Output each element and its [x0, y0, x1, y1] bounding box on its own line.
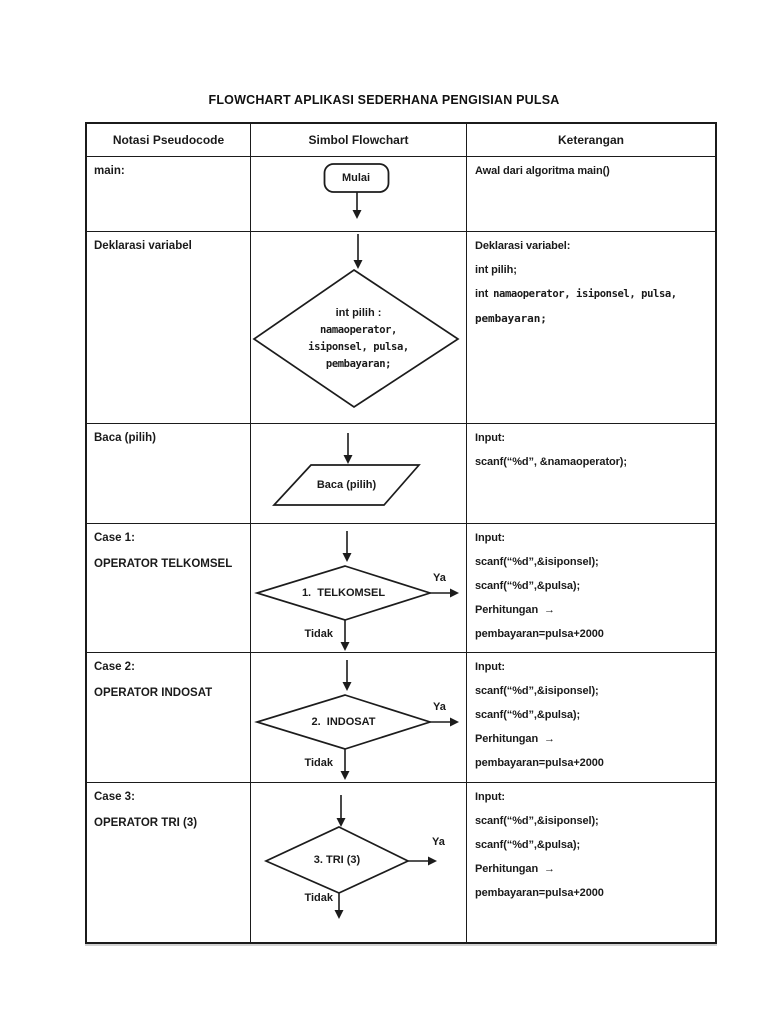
keterangan-line: scanf(“%d”,&isiponsel); [475, 556, 599, 568]
page-title: FLOWCHART APLIKASI SEDERHANA PENGISIAN P… [208, 93, 560, 107]
keterangan-cell-case3: Input: scanf(“%d”,&isiponsel); scanf(“%d… [467, 783, 715, 942]
branch-no-label: Tidak [304, 892, 333, 904]
keterangan-line: scanf(“%d”,&pulsa); [475, 709, 581, 721]
branch-no-label: Tidak [304, 757, 333, 769]
pseudocode-line: Case 2: [94, 661, 135, 673]
branch-yes-label: Ya [432, 836, 445, 848]
symbol-cell-io-baca: Baca (pilih) [251, 424, 467, 524]
pseudocode-cell-baca: Baca (pilih) [87, 424, 251, 524]
terminator-label: Mulai [341, 172, 371, 184]
pseudocode-line: OPERATOR TRI (3) [94, 817, 198, 829]
keterangan-line: pembayaran=pulsa+2000 [475, 628, 604, 640]
symbol-cell-decision-tri: 3. TRI (3) Ya Tidak [251, 783, 467, 942]
keterangan-line: pembayaran=pulsa+2000 [475, 757, 604, 769]
keterangan-cell-case2: Input: scanf(“%d”,&isiponsel); scanf(“%d… [467, 653, 715, 783]
header-notasi-pseudocode: Notasi Pseudocode [87, 124, 251, 157]
io-shape-and-arrow [272, 433, 421, 506]
keterangan-cell-baca: Input: scanf(“%d”, &namaoperator); [467, 424, 715, 524]
keyword-int: int [475, 288, 489, 300]
arrow-down-icon [343, 455, 353, 464]
keterangan-line: int pilih; [475, 264, 517, 276]
io-label: Baca (pilih) [316, 479, 377, 491]
keterangan-line: Input: [475, 432, 505, 444]
keterangan-cell-main: Awal dari algoritma main() [467, 157, 715, 232]
arrow-down-icon [340, 642, 350, 651]
arrow-down-icon [353, 260, 363, 269]
arrow-right-icon [450, 717, 459, 727]
keterangan-line: Input: [475, 532, 505, 544]
symbol-cell-decision-deklarasi: int pilih : namaoperator, isiponsel, pul… [251, 232, 467, 424]
keterangan-line: scanf(“%d”, &namaoperator); [475, 456, 627, 468]
decision-shape-and-arrows [263, 795, 437, 919]
decision-label: 1. TELKOMSEL [301, 587, 386, 599]
branch-yes-label: Ya [433, 701, 446, 713]
decision-shape-and-arrows [254, 531, 459, 651]
decision-label-line: isiponsel, pulsa, [308, 341, 409, 353]
symbol-cell-decision-indosat: 2. INDOSAT Ya Tidak [251, 653, 467, 783]
pseudocode-cell-deklarasi: Deklarasi variabel [87, 232, 251, 424]
keterangan-line: Awal dari algoritma main() [475, 165, 610, 177]
pseudocode-line: OPERATOR INDOSAT [94, 687, 213, 699]
decision-shape-and-arrows [254, 660, 459, 780]
decision-label: 2. INDOSAT [311, 716, 376, 728]
keterangan-line: scanf(“%d”,&pulsa); [475, 580, 581, 592]
pseudocode-line: main: [94, 165, 125, 177]
code-fragment: namaoperator, isiponsel, pulsa, [493, 288, 677, 300]
arrow-down-icon [342, 682, 352, 691]
pseudocode-line: Case 3: [94, 791, 135, 803]
keterangan-line: Perhitungan → [475, 733, 555, 745]
keterangan-line: scanf(“%d”,&isiponsel); [475, 685, 599, 697]
keterangan-cell-case1: Input: scanf(“%d”,&isiponsel); scanf(“%d… [467, 524, 715, 653]
keterangan-line: pembayaran; [475, 312, 547, 325]
branch-yes-label: Ya [433, 572, 446, 584]
arrow-right-icon [450, 588, 459, 598]
keterangan-cell-deklarasi: Deklarasi variabel: int pilih; int namaop… [467, 232, 715, 424]
header-keterangan: Keterangan [467, 124, 715, 157]
branch-no-label: Tidak [304, 628, 333, 640]
decision-label-line: pembayaran; [325, 358, 392, 370]
pseudocode-line: Baca (pilih) [94, 432, 156, 444]
keterangan-line: Perhitungan → [475, 604, 555, 616]
arrow-right-icon [428, 856, 437, 866]
keterangan-line: int namaoperator, isiponsel, pulsa, [475, 287, 709, 302]
terminator-shape-and-arrow [323, 163, 390, 219]
header-simbol-flowchart: Simbol Flowchart [251, 124, 467, 157]
pseudocode-line: OPERATOR TELKOMSEL [94, 558, 233, 570]
pseudocode-cell-main: main: [87, 157, 251, 232]
arrow-down-icon [352, 210, 362, 219]
pseudocode-cell-case1: Case 1: OPERATOR TELKOMSEL [87, 524, 251, 653]
pseudocode-line: Deklarasi variabel [94, 240, 192, 252]
symbol-cell-decision-telkomsel: 1. TELKOMSEL Ya Tidak [251, 524, 467, 653]
keterangan-line: scanf(“%d”,&pulsa); [475, 839, 581, 851]
keterangan-line: Deklarasi variabel: [475, 240, 571, 252]
keterangan-line: Perhitungan → [475, 863, 555, 875]
decision-label: 3. TRI (3) [313, 854, 361, 866]
pseudocode-cell-case3: Case 3: OPERATOR TRI (3) [87, 783, 251, 942]
pseudocode-cell-case2: Case 2: OPERATOR INDOSAT [87, 653, 251, 783]
decision-label-line: namaoperator, [320, 324, 397, 336]
keterangan-line: pembayaran=pulsa+2000 [475, 887, 604, 899]
keterangan-line: Input: [475, 791, 505, 803]
symbol-cell-terminator-mulai: Mulai [251, 157, 467, 232]
decision-label-block: int pilih : namaoperator, isiponsel, pul… [251, 305, 466, 373]
decision-shape-and-arrow [252, 234, 460, 409]
keterangan-line: Input: [475, 661, 505, 673]
arrow-down-icon [342, 553, 352, 562]
pseudocode-line: Case 1: [94, 532, 135, 544]
keterangan-line: scanf(“%d”,&isiponsel); [475, 815, 599, 827]
arrow-down-icon [340, 771, 350, 780]
arrow-down-icon [336, 818, 346, 827]
decision-label-line: int pilih : [335, 307, 382, 319]
arrow-down-icon [334, 910, 344, 919]
flowchart-table: Notasi Pseudocode Simbol Flowchart Keter… [85, 122, 717, 944]
